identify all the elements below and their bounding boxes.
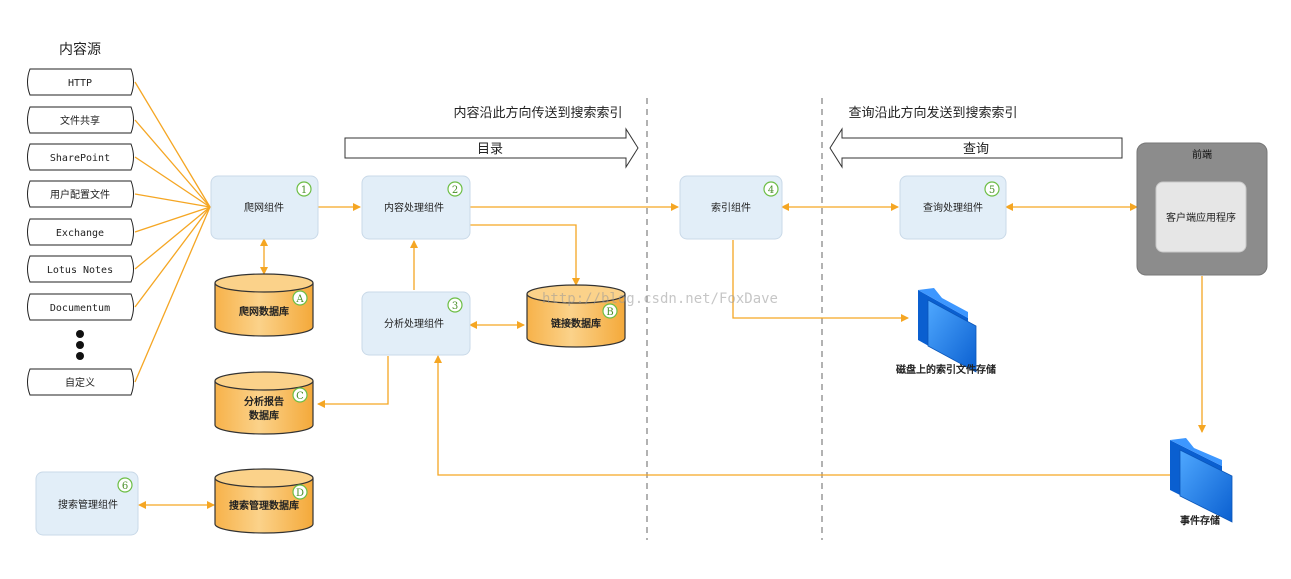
analysis-processing-label: 分析处理组件 xyxy=(384,317,444,330)
source-item: Lotus Notes xyxy=(27,255,134,283)
analysis-processing-badge: 3 xyxy=(452,301,458,312)
analytics-database-label-line2: 数据库 xyxy=(249,409,279,422)
content-direction-label: 内容沿此方向传送到搜索索引 xyxy=(453,105,622,121)
crawl-component-badge: 1 xyxy=(301,185,307,196)
source-label: Exchange xyxy=(56,228,104,239)
analysis-processing-component: 分析处理组件 3 xyxy=(361,291,471,356)
flow-connectors xyxy=(138,203,1206,509)
source-label: Documentum xyxy=(50,303,110,314)
index-component-badge: 4 xyxy=(768,185,774,196)
content-processing-label: 内容处理组件 xyxy=(384,201,444,214)
analytics-database-label-line1: 分析报告 xyxy=(244,395,284,408)
source-label: 用户配置文件 xyxy=(50,188,110,201)
search-admin-database-badge: D xyxy=(296,488,304,499)
source-label: 自定义 xyxy=(65,376,95,389)
ellipsis-dots xyxy=(76,330,84,360)
source-label: 文件共享 xyxy=(60,114,100,127)
query-direction-label: 查询沿此方向发送到搜索索引 xyxy=(848,105,1017,121)
source-item: 自定义 xyxy=(27,368,134,396)
source-connectors xyxy=(134,81,211,383)
crawl-component: 爬网组件 1 xyxy=(210,175,319,240)
catalog-arrow: 目录 xyxy=(344,127,639,169)
source-item: SharePoint xyxy=(27,143,134,171)
frontend-panel: 前端 客户端应用程序 xyxy=(1136,142,1268,276)
crawl-component-label: 爬网组件 xyxy=(244,201,284,214)
query-arrow-label: 查询 xyxy=(963,142,989,157)
client-application-label: 客户端应用程序 xyxy=(1166,211,1236,224)
event-store-label: 事件存储 xyxy=(1180,514,1220,527)
source-item: HTTP xyxy=(27,68,134,96)
content-processing-component: 内容处理组件 2 xyxy=(361,175,471,240)
index-component-label: 索引组件 xyxy=(711,201,751,214)
source-label: SharePoint xyxy=(50,153,110,164)
query-processing-badge: 5 xyxy=(989,185,995,196)
query-arrow: 查询 xyxy=(829,127,1123,169)
index-component: 索引组件 4 xyxy=(679,175,783,240)
search-admin-database-label: 搜索管理数据库 xyxy=(229,499,299,512)
index-files-folder-icon xyxy=(918,288,977,373)
catalog-arrow-label: 目录 xyxy=(477,142,503,157)
query-processing-component: 查询处理组件 5 xyxy=(899,175,1007,240)
source-item: Exchange xyxy=(27,218,134,246)
frontend-title: 前端 xyxy=(1192,148,1212,161)
search-admin-database: 搜索管理数据库 D xyxy=(214,468,314,534)
content-sources-title: 内容源 xyxy=(59,41,101,58)
search-admin-badge: 6 xyxy=(122,481,128,492)
source-label: HTTP xyxy=(68,78,92,89)
event-store-folder-icon xyxy=(1170,438,1233,523)
search-admin-label: 搜索管理组件 xyxy=(58,498,118,511)
analytics-database-badge: C xyxy=(296,391,304,402)
source-list: HTTP 文件共享 SharePoint 用户配置文件 Exchange Lot… xyxy=(27,68,134,396)
index-files-store-label: 磁盘上的索引文件存储 xyxy=(896,363,996,376)
watermark-text: http://blog.csdn.net/FoxDave xyxy=(542,291,778,307)
link-database-label: 链接数据库 xyxy=(550,317,601,330)
source-item: 文件共享 xyxy=(27,106,134,134)
crawl-database-label: 爬网数据库 xyxy=(238,305,289,318)
search-admin-component: 搜索管理组件 6 xyxy=(35,471,139,536)
link-database-badge: B xyxy=(606,307,613,318)
source-label: Lotus Notes xyxy=(47,265,113,276)
analytics-database: 分析报告 数据库 C xyxy=(214,371,314,435)
source-item: Documentum xyxy=(27,293,134,321)
crawl-database: 爬网数据库 A xyxy=(214,273,314,337)
link-database: 链接数据库 B xyxy=(526,284,626,348)
query-processing-label: 查询处理组件 xyxy=(923,201,983,214)
content-processing-badge: 2 xyxy=(452,185,458,196)
source-item: 用户配置文件 xyxy=(27,180,134,208)
crawl-database-badge: A xyxy=(295,294,304,305)
